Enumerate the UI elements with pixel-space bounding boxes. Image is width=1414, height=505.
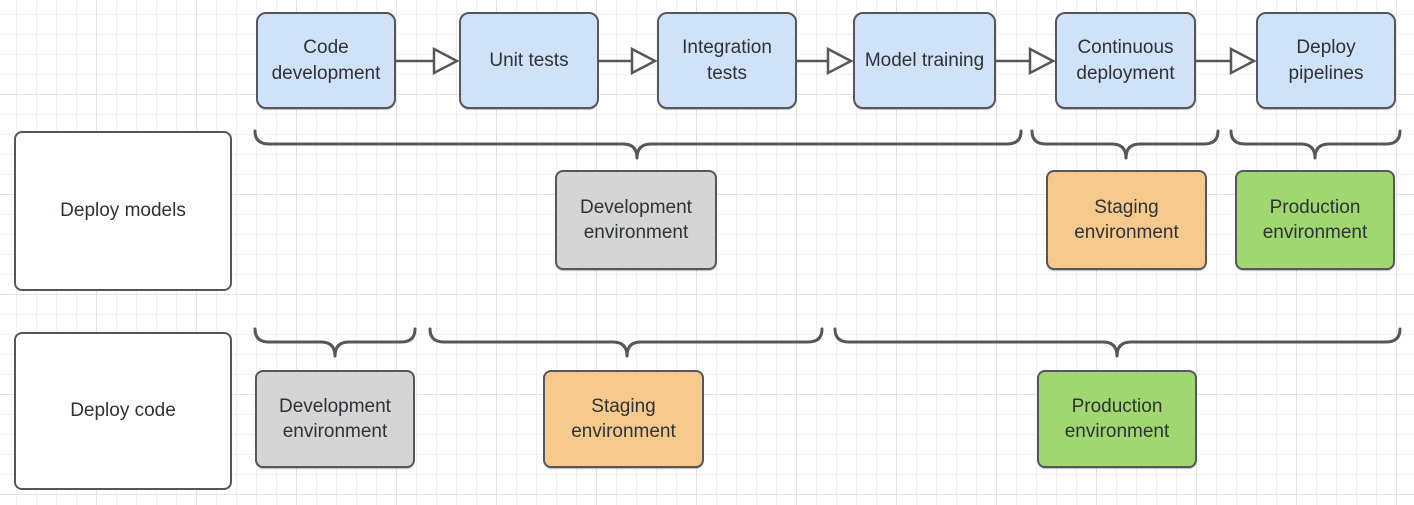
env-label: Development environment: [580, 196, 692, 243]
brace-code-staging[interactable]: [428, 326, 824, 360]
env-label: Production environment: [1262, 196, 1368, 243]
env-box-models-production[interactable]: Production environment: [1235, 170, 1395, 270]
row-box-deploy-models[interactable]: Deploy models: [14, 131, 232, 291]
brace-code-development[interactable]: [253, 326, 417, 360]
brace-models-production[interactable]: [1229, 128, 1402, 162]
brace-code-production[interactable]: [833, 326, 1402, 360]
row-label: Deploy code: [70, 400, 176, 422]
env-label: Staging environment: [571, 395, 676, 442]
process-box-continuous-deployment[interactable]: Continuous deployment: [1055, 12, 1196, 109]
process-box-deploy-pipelines[interactable]: Deploy pipelines: [1256, 12, 1396, 109]
env-box-code-production[interactable]: Production environment: [1037, 370, 1197, 468]
arrow-connector[interactable]: [996, 46, 1056, 76]
process-box-integration-tests[interactable]: Integration tests: [657, 12, 797, 109]
env-label: Production environment: [1064, 395, 1170, 442]
arrow-connector[interactable]: [599, 46, 658, 76]
row-label: Deploy models: [60, 200, 186, 222]
env-box-code-development[interactable]: Development environment: [255, 370, 415, 468]
arrow-connector[interactable]: [1196, 46, 1257, 76]
process-label: Unit tests: [489, 49, 569, 71]
brace-models-development[interactable]: [253, 128, 1023, 162]
process-box-model-training[interactable]: Model training: [853, 12, 996, 109]
process-label: Deploy pipelines: [1288, 37, 1364, 84]
process-label: Model training: [864, 49, 985, 71]
process-box-unit-tests[interactable]: Unit tests: [459, 12, 599, 109]
env-box-code-staging[interactable]: Staging environment: [543, 370, 704, 468]
arrow-connector[interactable]: [797, 46, 854, 76]
process-label: Integration tests: [682, 37, 772, 84]
process-label: Continuous deployment: [1076, 37, 1175, 84]
row-box-deploy-code[interactable]: Deploy code: [14, 332, 232, 490]
arrow-connector[interactable]: [396, 46, 460, 76]
env-label: Development environment: [279, 395, 391, 442]
process-label: Code development: [271, 37, 381, 84]
brace-models-staging[interactable]: [1030, 128, 1220, 162]
env-label: Staging environment: [1074, 196, 1179, 243]
env-box-models-development[interactable]: Development environment: [555, 170, 717, 270]
process-box-code-development[interactable]: Code development: [256, 12, 396, 109]
env-box-models-staging[interactable]: Staging environment: [1046, 170, 1207, 270]
